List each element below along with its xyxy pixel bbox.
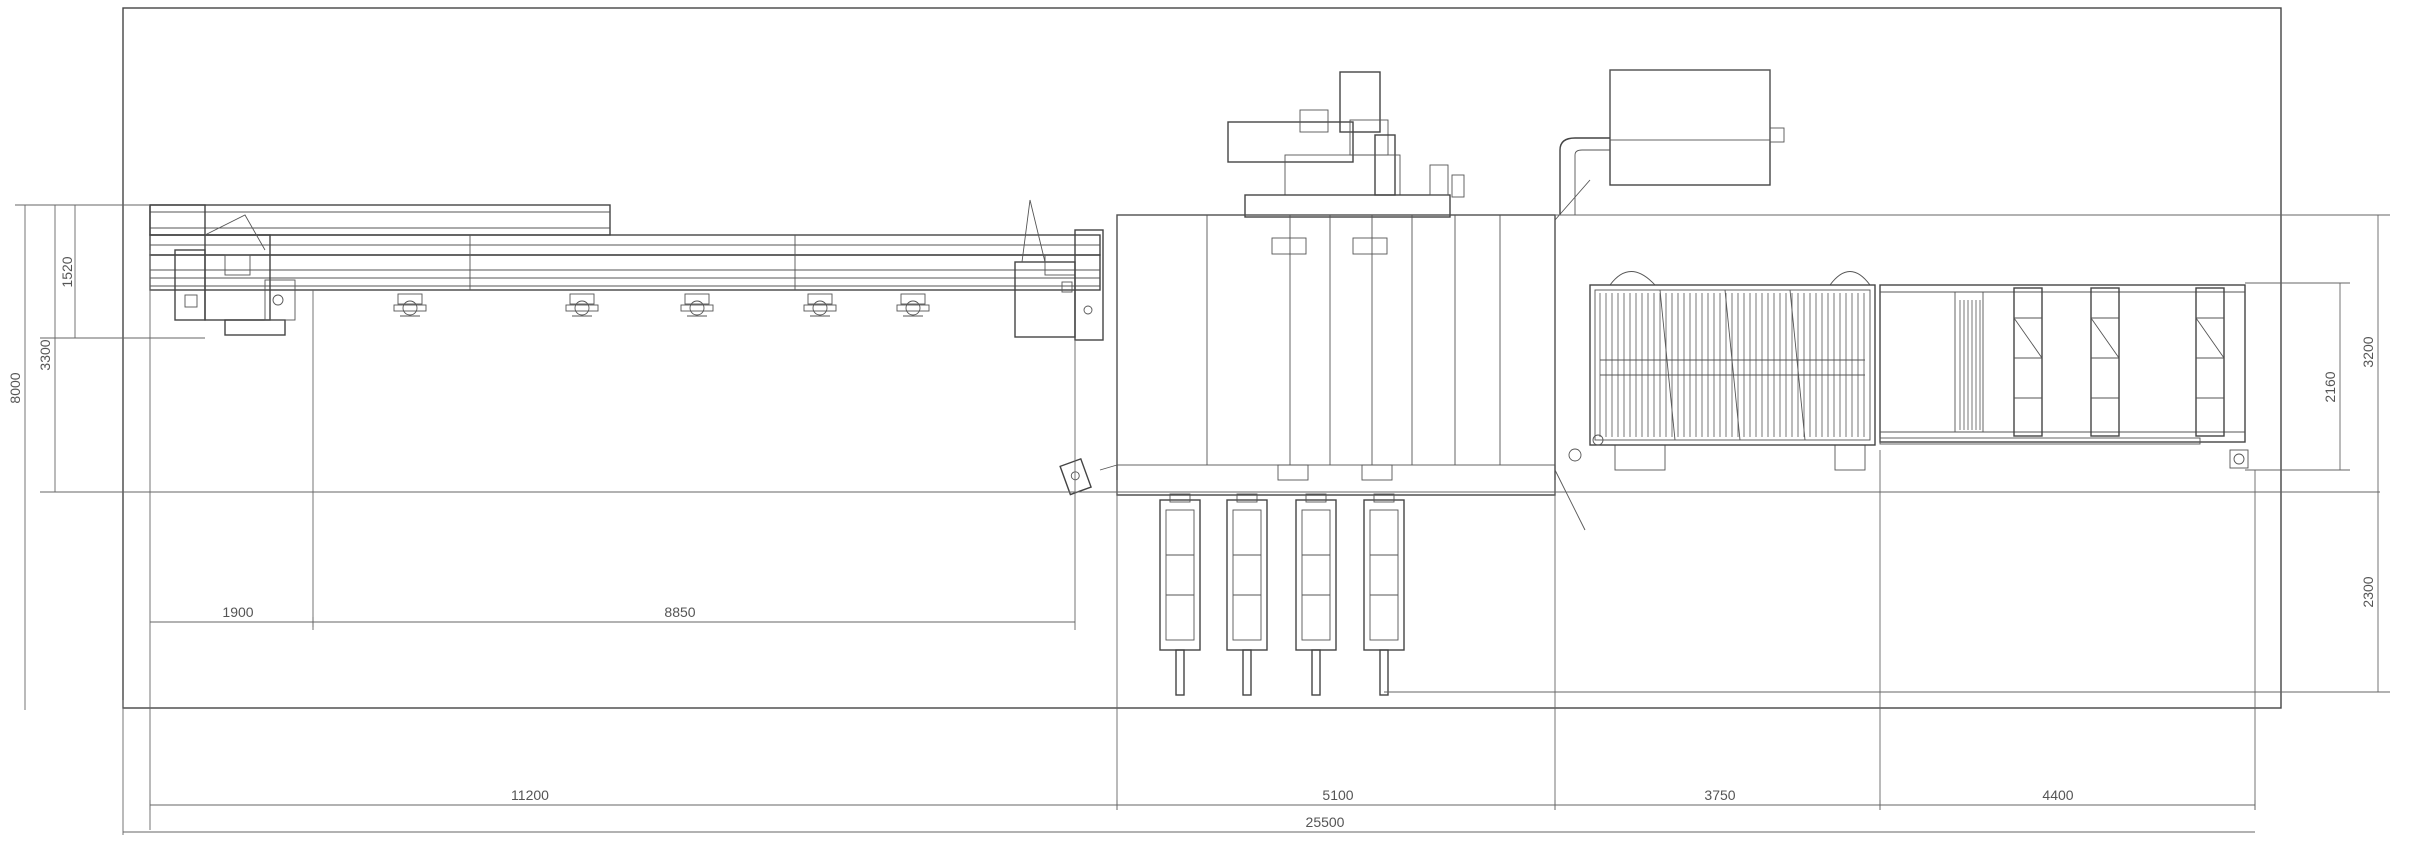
infeed-section [149, 199, 1104, 341]
dim-outfeed-length: 4400 [2042, 787, 2073, 803]
gripper-units [393, 293, 930, 317]
dim-infeed-length: 11200 [511, 787, 549, 803]
dim-left-track-height: 3300 [37, 339, 53, 370]
dim-machine-length: 5100 [1322, 787, 1353, 803]
dim-left-part: 1900 [222, 604, 253, 620]
outfeed-rollers [1959, 300, 1981, 430]
conveyor-section [1559, 69, 1876, 471]
outfeed-section [1879, 284, 2249, 469]
dimension-labels: 11200 5100 3750 4400 25500 1900 8850 800… [7, 256, 2376, 830]
conveyor-slats [1599, 289, 1865, 441]
transfer-frames [2013, 287, 2225, 437]
dim-conveyor-length: 3750 [1704, 787, 1735, 803]
central-machine [1059, 71, 1591, 696]
dimension-ticks [149, 617, 2256, 810]
dim-total-length: 25500 [1306, 814, 1345, 830]
dim-left-total-height: 8000 [7, 372, 23, 403]
drawing-border [122, 7, 2282, 709]
dim-left-top-height: 1520 [59, 256, 75, 287]
dim-right-upper-height: 3200 [2360, 336, 2376, 367]
dim-right-lower-height: 2300 [2360, 576, 2376, 607]
dim-right-inner-height: 2160 [2322, 371, 2338, 402]
dimension-lines [15, 204, 2390, 835]
stacker-units [1159, 493, 1405, 696]
dim-rail-part: 8850 [664, 604, 695, 620]
